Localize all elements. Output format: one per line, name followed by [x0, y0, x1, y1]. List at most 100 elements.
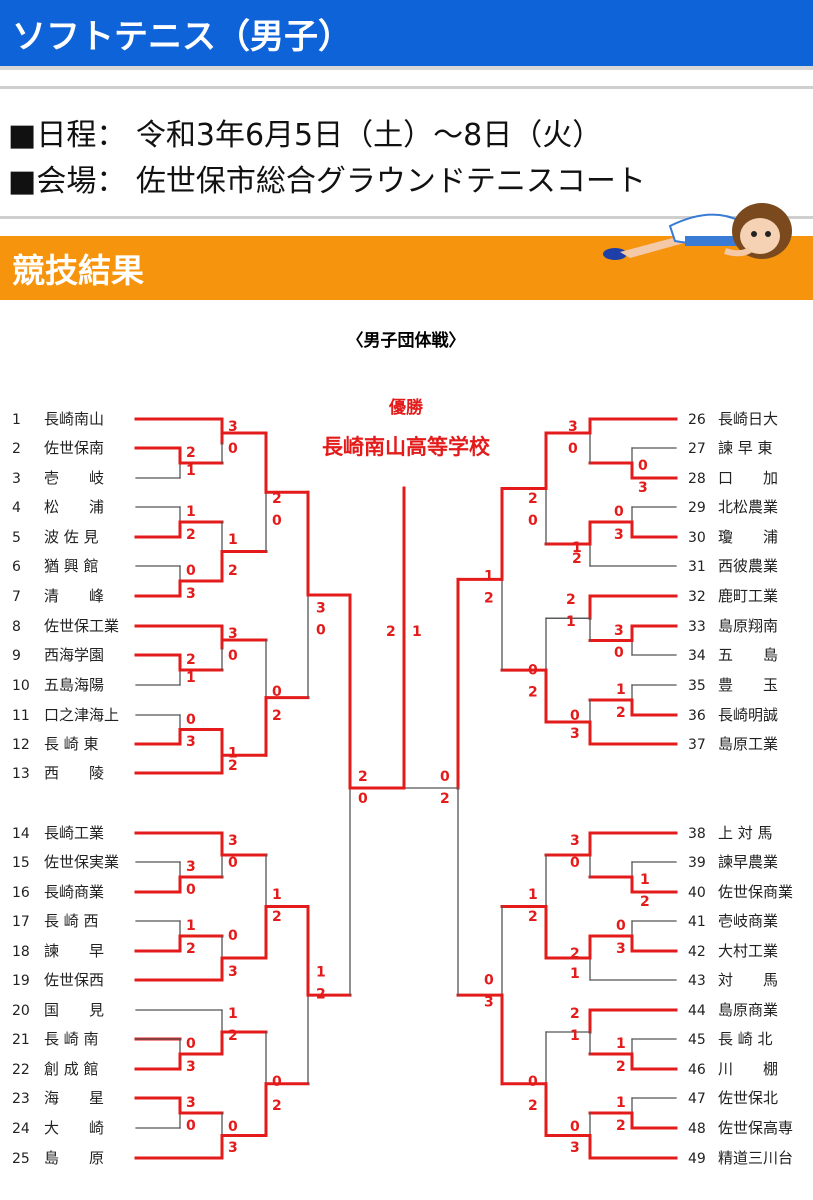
- team-name: 海 星: [44, 1089, 104, 1107]
- match-score: 3: [570, 833, 580, 849]
- page-title: ソフトテニス（男子）: [12, 9, 352, 58]
- match-score: 2: [570, 946, 580, 962]
- match-score: 3: [484, 995, 494, 1011]
- seed-number: 13: [12, 766, 30, 782]
- team-name: 壱 岐: [44, 469, 104, 487]
- match-score: 2: [484, 591, 494, 607]
- match-score: 2: [570, 1006, 580, 1022]
- seed-number: 25: [12, 1151, 30, 1167]
- match-score: 2: [272, 909, 282, 925]
- match-score: 1: [186, 670, 196, 686]
- match-score: 2: [440, 791, 450, 807]
- schedule-text: ■日程： 令和3年6月5日（土）～8日（火）: [8, 110, 602, 154]
- seed-number: 35: [688, 678, 706, 694]
- match-score: 3: [186, 1059, 196, 1075]
- match-score: 3: [228, 964, 238, 980]
- match-score: 3: [186, 859, 196, 875]
- match-score: 0: [614, 645, 624, 661]
- seed-number: 37: [688, 737, 706, 753]
- team-name: 川 棚: [718, 1060, 778, 1078]
- seed-number: 23: [12, 1091, 30, 1107]
- match-score: 1: [186, 504, 196, 520]
- match-score: 1: [228, 532, 238, 548]
- team-name: 精道三川台: [718, 1149, 793, 1167]
- team-name: 佐世保南: [44, 439, 104, 457]
- seed-number: 24: [12, 1121, 30, 1137]
- match-score: 1: [616, 682, 626, 698]
- match-score: 2: [316, 987, 326, 1003]
- seed-number: 47: [688, 1091, 706, 1107]
- match-score: 1: [228, 1006, 238, 1022]
- team-name: 大村工業: [718, 942, 778, 960]
- match-score: 2: [186, 527, 196, 543]
- team-name: 壱岐商業: [718, 912, 778, 930]
- match-score: 0: [614, 504, 624, 520]
- team-name: 対 馬: [718, 971, 778, 989]
- team-name: 国 見: [44, 1001, 104, 1019]
- seed-number: 2: [12, 441, 21, 457]
- seed-number: 29: [688, 500, 706, 516]
- team-name: 長崎南山: [44, 410, 104, 428]
- match-score: 3: [316, 600, 326, 616]
- match-score: 3: [228, 626, 238, 642]
- match-score: 0: [228, 928, 238, 944]
- seed-number: 36: [688, 708, 706, 724]
- team-name: 佐世保実業: [44, 853, 119, 871]
- match-score: 3: [186, 734, 196, 750]
- team-name: 佐世保工業: [44, 617, 119, 635]
- team-name: 清 峰: [44, 587, 104, 605]
- match-score: 3: [228, 1140, 238, 1156]
- seed-number: 4: [12, 500, 21, 516]
- match-score: 0: [228, 441, 238, 457]
- seed-number: 46: [688, 1062, 706, 1078]
- match-score: 0: [228, 1119, 238, 1135]
- team-name: 諫 早 東: [718, 439, 773, 457]
- team-name: 西海学園: [44, 646, 104, 664]
- match-score: 3: [614, 527, 624, 543]
- match-score: 0: [316, 622, 326, 638]
- match-score: 3: [614, 623, 624, 639]
- match-score: 3: [186, 1095, 196, 1111]
- team-name: 長崎商業: [44, 883, 104, 901]
- match-score: 2: [272, 1098, 282, 1114]
- results-heading: 競技結果: [12, 244, 144, 292]
- team-name: 北松農業: [718, 498, 778, 516]
- divider: [0, 86, 813, 89]
- seed-number: 11: [12, 708, 30, 724]
- team-name: 口之津海上: [44, 706, 119, 724]
- team-name: 上 対 馬: [718, 824, 773, 842]
- team-name: 島原工業: [718, 735, 778, 753]
- match-score: 1: [316, 965, 326, 981]
- match-score: 1: [566, 614, 576, 630]
- match-score: 0: [272, 1074, 282, 1090]
- seed-number: 18: [12, 944, 30, 960]
- team-name: 西彼農業: [718, 557, 778, 575]
- match-score: 2: [272, 491, 282, 507]
- seed-number: 9: [12, 648, 21, 664]
- match-score: 2: [616, 1059, 626, 1075]
- seed-number: 38: [688, 826, 706, 842]
- team-name: 佐世保西: [44, 971, 104, 989]
- team-name: 長 崎 南: [44, 1030, 99, 1048]
- match-score: 0: [570, 1119, 580, 1135]
- team-name: 大 崎: [44, 1119, 104, 1137]
- team-name: 瓊 浦: [718, 528, 778, 546]
- match-score: 0: [228, 855, 238, 871]
- match-score: 2: [566, 592, 576, 608]
- champion-name: 長崎南山高等学校: [322, 435, 491, 459]
- seed-number: 44: [688, 1003, 706, 1019]
- match-score: 0: [528, 1074, 538, 1090]
- match-score: 2: [186, 652, 196, 668]
- match-score: 2: [616, 705, 626, 721]
- match-score: 2: [186, 445, 196, 461]
- match-score: 3: [228, 419, 238, 435]
- champion-label: 優勝: [388, 397, 424, 418]
- match-score: 1: [484, 569, 494, 585]
- match-score: 0: [616, 918, 626, 934]
- seed-number: 19: [12, 973, 30, 989]
- match-score: 1: [570, 1028, 580, 1044]
- match-score: 1: [570, 966, 580, 982]
- seed-number: 32: [688, 589, 706, 605]
